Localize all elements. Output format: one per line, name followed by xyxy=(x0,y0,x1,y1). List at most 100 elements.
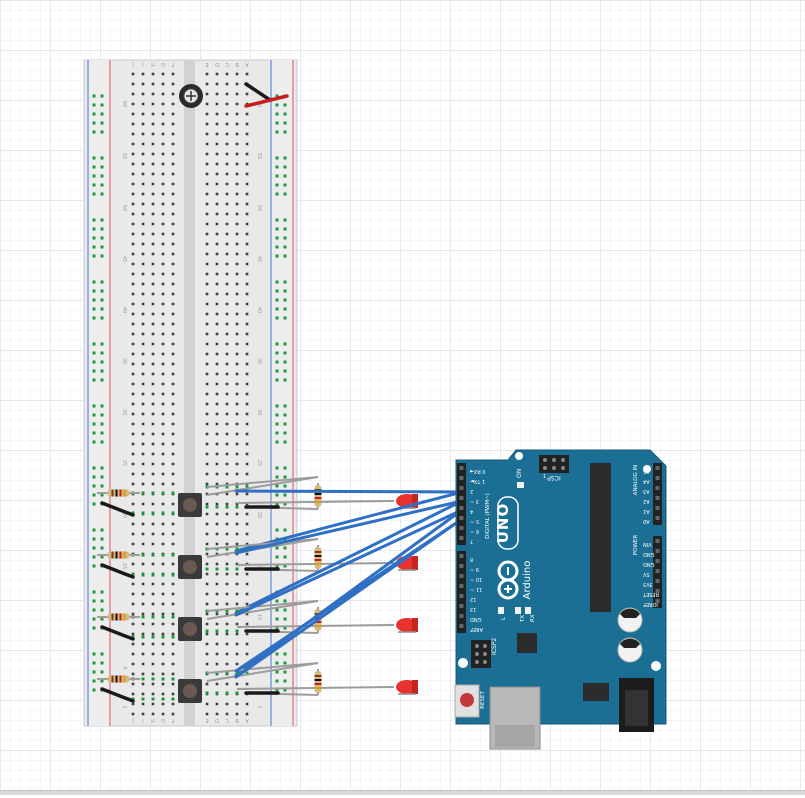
header-pin[interactable] xyxy=(655,539,660,543)
header-pin[interactable] xyxy=(459,506,464,510)
rail-hole xyxy=(92,590,96,594)
led-resistor[interactable] xyxy=(314,547,322,569)
breadboard-hole xyxy=(171,322,175,326)
breadboard-hole xyxy=(245,622,249,626)
wire-black[interactable] xyxy=(100,625,135,641)
breadboard-hole xyxy=(205,342,209,346)
wire-black-top[interactable] xyxy=(244,82,272,102)
breadboard-hole xyxy=(225,402,229,406)
rail-hole xyxy=(92,121,96,125)
wire-black[interactable] xyxy=(100,687,135,703)
header-pin[interactable] xyxy=(655,549,660,553)
digital-header-bottom[interactable] xyxy=(457,551,466,633)
breadboard-hole xyxy=(161,662,165,666)
row-number: 20 xyxy=(256,512,262,518)
header-pin[interactable] xyxy=(655,559,660,563)
icsp2-header[interactable] xyxy=(471,640,491,668)
header-pin[interactable] xyxy=(655,516,660,520)
breadboard-hole xyxy=(235,122,239,126)
wire-blue-signal[interactable] xyxy=(234,508,464,617)
usb-chip xyxy=(517,633,537,653)
wire-blue-signal[interactable] xyxy=(234,499,464,615)
mount-hole-1 xyxy=(458,658,468,668)
header-pin[interactable] xyxy=(655,476,660,480)
breadboard-hole xyxy=(131,142,135,146)
led-resistor[interactable] xyxy=(314,671,322,693)
header-pin[interactable] xyxy=(459,614,464,618)
breadboard-hole xyxy=(161,652,165,656)
wire-blue-signal[interactable] xyxy=(234,489,464,494)
power-pin-label: 3V3 xyxy=(643,581,653,587)
breadboard-hole xyxy=(225,272,229,276)
wire-blue-signal[interactable] xyxy=(234,499,464,555)
rail-hole xyxy=(283,670,287,674)
breadboard-hole xyxy=(141,632,145,636)
breadboard-hole xyxy=(161,372,165,376)
wire-gray[interactable] xyxy=(206,662,319,674)
column-letter: D xyxy=(215,61,219,67)
breadboard-hole xyxy=(245,392,249,396)
wire-gray[interactable] xyxy=(206,662,319,682)
breadboard-hole xyxy=(235,182,239,186)
analog-header[interactable] xyxy=(653,463,662,525)
header-pin[interactable] xyxy=(655,589,660,593)
header-pin[interactable] xyxy=(459,466,464,470)
pull-resistor[interactable] xyxy=(107,613,130,621)
header-pin[interactable] xyxy=(459,516,464,520)
wire-black[interactable] xyxy=(100,563,135,579)
wire-gray[interactable] xyxy=(206,476,319,488)
led-resistor[interactable] xyxy=(314,485,322,507)
active-hole xyxy=(151,553,155,557)
header-pin[interactable] xyxy=(655,599,660,603)
pull-resistor[interactable] xyxy=(107,551,130,559)
wire-blue-signal[interactable] xyxy=(234,517,464,673)
pull-resistor[interactable] xyxy=(107,675,130,683)
header-pin[interactable] xyxy=(655,506,660,510)
wire-gray[interactable] xyxy=(206,538,319,550)
wire-gray[interactable] xyxy=(206,476,319,496)
header-pin[interactable] xyxy=(655,466,660,470)
potentiometer[interactable] xyxy=(179,84,203,108)
icsp-header[interactable] xyxy=(539,455,569,473)
header-pin[interactable] xyxy=(459,564,464,568)
rail-hole xyxy=(92,351,96,355)
header-pin[interactable] xyxy=(459,554,464,558)
power-jack-inner xyxy=(625,690,648,726)
breadboard-hole xyxy=(131,162,135,166)
header-pin[interactable] xyxy=(459,624,464,628)
header-pin[interactable] xyxy=(655,579,660,583)
breadboard-hole xyxy=(131,672,135,676)
header-pin[interactable] xyxy=(655,569,660,573)
header-pin[interactable] xyxy=(459,476,464,480)
header-pin[interactable] xyxy=(655,496,660,500)
header-pin[interactable] xyxy=(459,526,464,530)
rail-hole xyxy=(275,183,279,187)
header-pin[interactable] xyxy=(459,574,464,578)
breadboard-hole xyxy=(161,122,165,126)
header-pin[interactable] xyxy=(459,594,464,598)
wire-gray[interactable] xyxy=(206,600,319,612)
arduino-brand-label: Arduino xyxy=(522,561,533,600)
breadboard-hole xyxy=(161,212,165,216)
row-number: 30 xyxy=(121,409,127,415)
header-pin[interactable] xyxy=(459,496,464,500)
digital-header-top[interactable] xyxy=(457,463,466,545)
breadboard-hole xyxy=(235,262,239,266)
breadboard[interactable]: 6060555550504545404035353030252520201515… xyxy=(83,59,298,727)
header-pin[interactable] xyxy=(459,486,464,490)
wire-red-top[interactable] xyxy=(244,94,289,108)
wire-black[interactable] xyxy=(100,501,135,517)
header-pin[interactable] xyxy=(459,584,464,588)
wire-blue-signal[interactable] xyxy=(234,490,464,553)
header-pin[interactable] xyxy=(459,604,464,608)
breadboard-hole xyxy=(151,372,155,376)
wire-blue-signal[interactable] xyxy=(234,508,464,677)
pull-resistor[interactable] xyxy=(107,489,130,497)
column-letter: J xyxy=(132,717,134,723)
header-pin[interactable] xyxy=(459,536,464,540)
wire-gray[interactable] xyxy=(206,600,319,620)
rail-hole xyxy=(100,661,104,665)
header-pin[interactable] xyxy=(655,486,660,490)
arduino-uno-board[interactable]: 0 RX◄1 TX►23 ~45 ~6 ~789 ~10 ~11 ~1213GN… xyxy=(454,449,667,750)
breadboard-hole xyxy=(215,122,219,126)
